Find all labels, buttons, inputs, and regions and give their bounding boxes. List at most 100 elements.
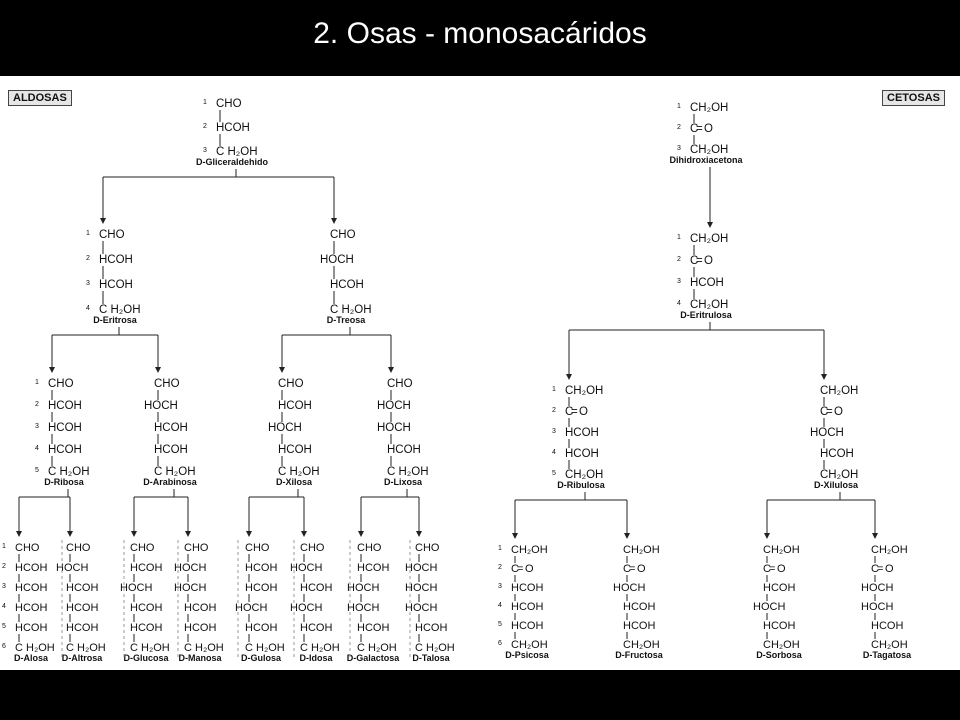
altrosa-group-3: HCOH (66, 582, 98, 594)
sorbosa-group-4: HOCH (753, 601, 785, 613)
galactosa-group-6: C H₂OH (357, 642, 397, 654)
ribosa-group-5: C H₂OH (48, 466, 90, 478)
treosa-group-4: C H₂OH (330, 304, 372, 316)
lixosa-group-4: HCOH (387, 444, 421, 456)
alosa-group-4: HCOH (15, 602, 47, 614)
fructosa-group-2: C (623, 563, 631, 575)
psicosa-double-bond: = (517, 563, 523, 575)
alosa-carbon-number-2: 2 (2, 563, 6, 570)
altrosa-group-4: HCOH (66, 602, 98, 614)
xilulosa-group-2: C (820, 406, 828, 418)
glucosa-group-5: HCOH (130, 622, 162, 634)
alosa-carbon-number-1: 1 (2, 543, 6, 550)
ribulosa-group-4: HCOH (565, 448, 599, 460)
idosa-group-2: HOCH (290, 562, 322, 574)
eritrosa-group-1: CHO (99, 229, 125, 241)
dihidroxiacetona-oxygen: O (704, 123, 713, 135)
ribulosa-group-5: CH₂OH (565, 469, 603, 481)
psicosa-name: D-Psicosa (505, 650, 550, 660)
psicosa-group-5: HCOH (511, 620, 543, 632)
eritrosa-group-4: C H₂OH (99, 304, 141, 316)
ribulosa-name: D-Ribulosa (557, 480, 605, 490)
eritrulosa-group-1: CH₂OH (690, 233, 728, 245)
aldose-branch-lixosa-arrow-1-head (358, 531, 364, 537)
fructosa-name: D-Fructosa (615, 650, 663, 660)
gliceraldehido-carbon-number-2: 2 (203, 123, 207, 130)
ribosa-group-1: CHO (48, 378, 74, 390)
dihidroxiacetona-name: Dihidroxiacetona (669, 155, 743, 165)
ribulosa-oxygen: O (579, 406, 588, 418)
eritrulosa-carbon-number-3: 3 (677, 278, 681, 285)
psicosa-group-2: C (511, 563, 519, 575)
eritrosa-carbon-number-4: 4 (86, 305, 90, 312)
galactosa-group-4: HOCH (347, 602, 379, 614)
alosa-carbon-number-5: 5 (2, 623, 6, 630)
galactosa-group-2: HCOH (357, 562, 389, 574)
dihidroxiacetona-carbon-number-1: 1 (677, 103, 681, 110)
idosa-group-6: C H₂OH (300, 642, 340, 654)
psicosa-group-1: CH₂OH (511, 544, 548, 556)
eritrosa-carbon-number-2: 2 (86, 255, 90, 262)
psicosa-carbon-number-6: 6 (498, 640, 502, 647)
altrosa-group-6: C H₂OH (66, 642, 106, 654)
talosa-group-3: HOCH (405, 582, 437, 594)
gulosa-group-2: HCOH (245, 562, 277, 574)
slide-title: 2. Osas - monosacáridos (313, 17, 647, 50)
ketose-branch-dihidroxiacetona-arrow-head (707, 222, 713, 228)
glucosa-name: D-Glucosa (123, 653, 169, 663)
xilosa-group-2: HCOH (278, 400, 312, 412)
sorbosa-oxygen: O (777, 563, 786, 575)
eritrulosa-double-bond: = (696, 255, 703, 267)
gliceraldehido-carbon-number-1: 1 (203, 99, 207, 106)
ribulosa-carbon-number-5: 5 (552, 470, 556, 477)
gliceraldehido-group-2: HCOH (216, 122, 250, 134)
gulosa-group-5: HCOH (245, 622, 277, 634)
dihidroxiacetona-group-2: C (690, 123, 698, 135)
fructosa-group-6: CH₂OH (623, 639, 660, 651)
fructosa-group-3: HOCH (613, 582, 645, 594)
ketose-branch-ribulosa-arrow-2-head (624, 533, 630, 539)
manosa-group-1: CHO (184, 542, 209, 554)
alosa-carbon-number-3: 3 (2, 583, 6, 590)
xilulosa-group-3: HOCH (810, 427, 844, 439)
xilulosa-group-4: HCOH (820, 448, 854, 460)
xilosa-name: D-Xilosa (276, 477, 313, 487)
gliceraldehido-group-1: CHO (216, 98, 242, 110)
manosa-group-4: HCOH (184, 602, 216, 614)
psicosa-carbon-number-3: 3 (498, 583, 502, 590)
fructosa-group-5: HCOH (623, 620, 655, 632)
aldose-branch-lixosa-arrow-2-head (416, 531, 422, 537)
ribosa-name: D-Ribosa (44, 477, 84, 487)
ribosa-carbon-number-1: 1 (35, 379, 39, 386)
sorbosa-group-2: C (763, 563, 771, 575)
eritrulosa-carbon-number-1: 1 (677, 234, 681, 241)
gulosa-name: D-Gulosa (241, 653, 282, 663)
galactosa-group-3: HOCH (347, 582, 379, 594)
idosa-group-1: CHO (300, 542, 325, 554)
eritrulosa-name: D-Eritrulosa (680, 310, 733, 320)
alosa-name: D-Alosa (14, 653, 49, 663)
arabinosa-group-2: HOCH (144, 400, 178, 412)
ketose-branch-eritrulosa-arrow-2-head (821, 374, 827, 380)
sorbosa-group-3: HCOH (763, 582, 795, 594)
ribulosa-carbon-number-2: 2 (552, 407, 556, 414)
gulosa-group-4: HOCH (235, 602, 267, 614)
sorbosa-double-bond: = (769, 563, 775, 575)
idosa-group-3: HCOH (300, 582, 332, 594)
sorbosa-group-6: CH₂OH (763, 639, 800, 651)
title-bar: 2. Osas - monosacáridos (0, 0, 960, 76)
lixosa-name: D-Lixosa (384, 477, 423, 487)
lixosa-group-1: CHO (387, 378, 413, 390)
aldose-branch-gliceraldehido-arrow-1-head (100, 218, 106, 224)
idosa-group-5: HCOH (300, 622, 332, 634)
gulosa-group-3: HCOH (245, 582, 277, 594)
tagatosa-group-5: HCOH (871, 620, 903, 632)
idosa-group-4: HOCH (290, 602, 322, 614)
gulosa-group-1: CHO (245, 542, 270, 554)
aldose-branch-gliceraldehido-arrow-2-head (331, 218, 337, 224)
gliceraldehido-name: D-Gliceraldehido (196, 157, 269, 167)
bottom-bar (0, 670, 960, 720)
ribosa-carbon-number-5: 5 (35, 467, 39, 474)
manosa-group-2: HOCH (174, 562, 206, 574)
